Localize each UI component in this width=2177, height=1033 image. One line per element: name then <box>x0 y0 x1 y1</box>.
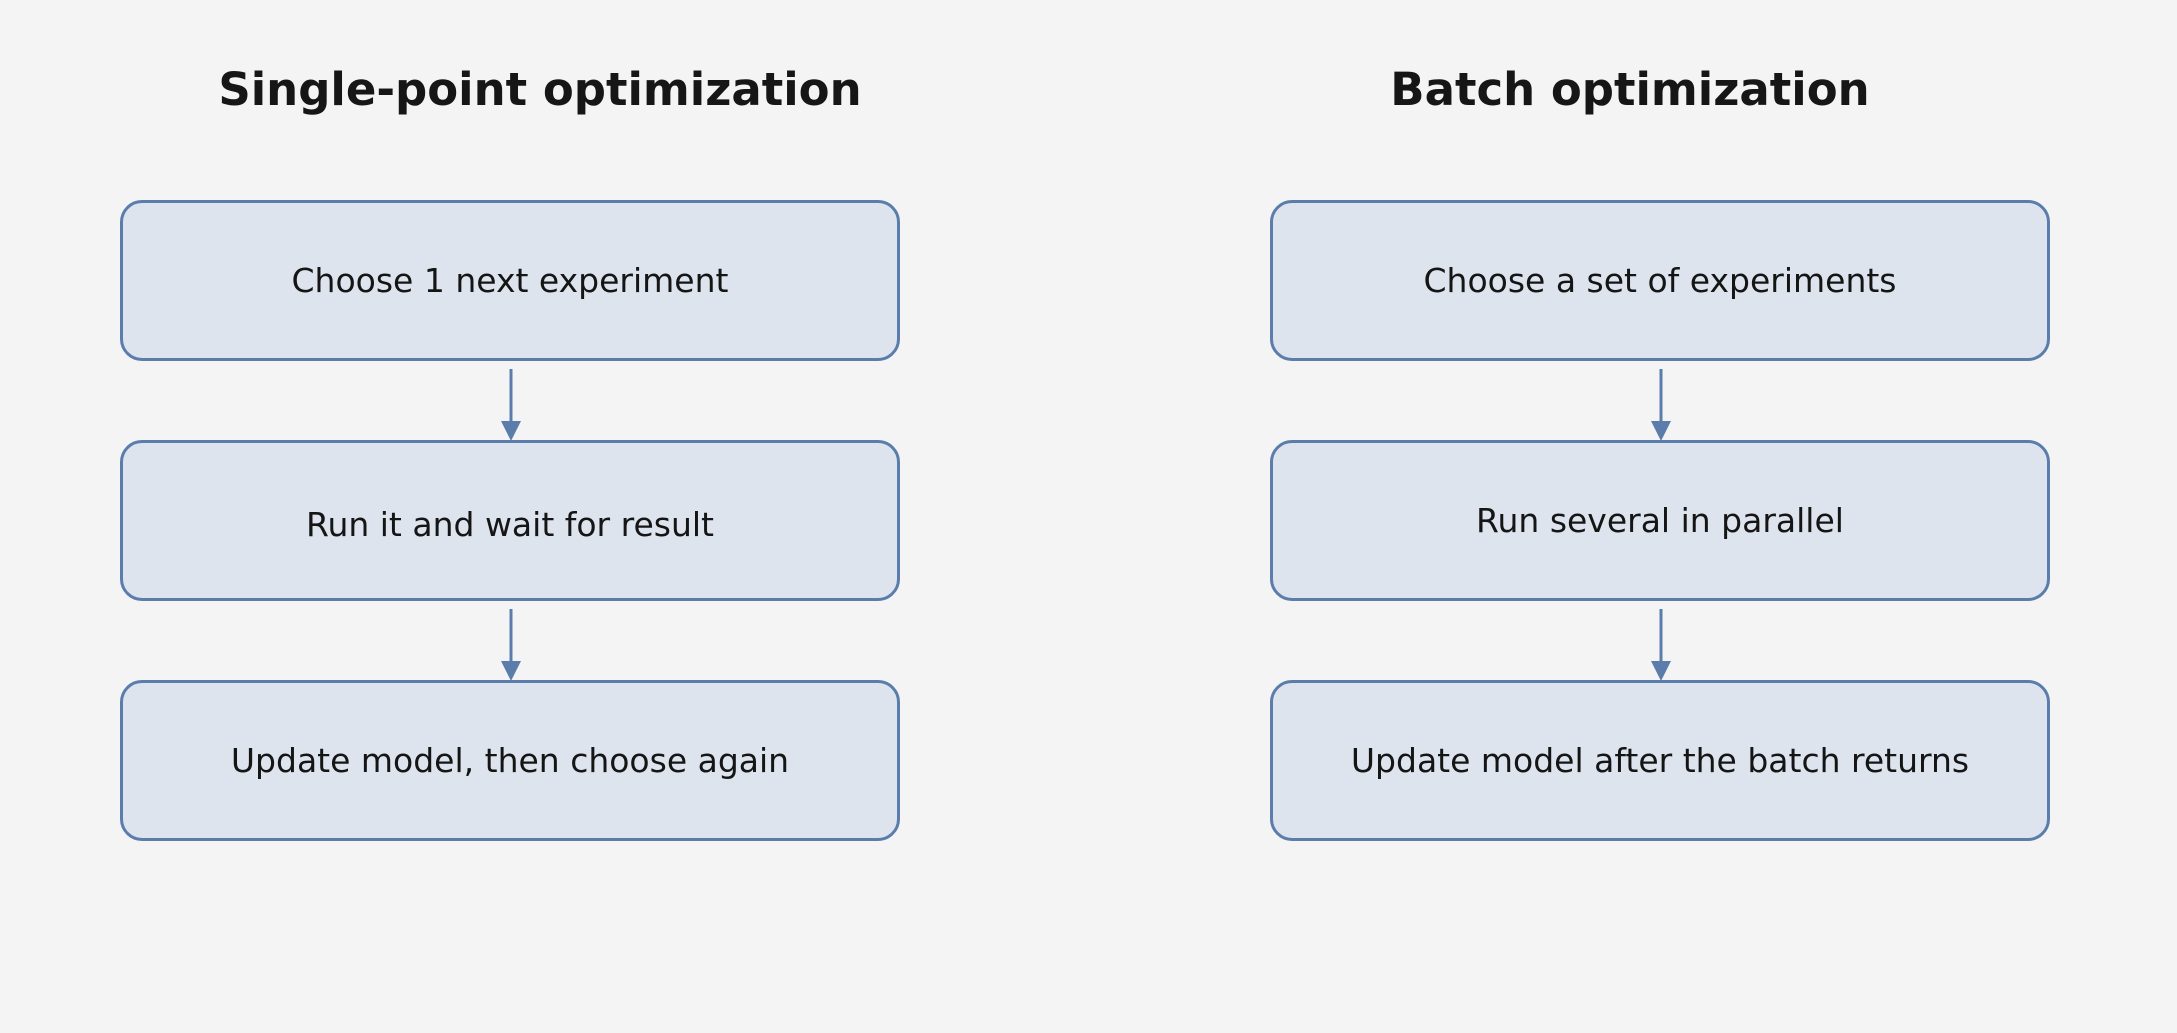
step-box-update-model: Update model, then choose again <box>120 680 900 841</box>
step-label: Update model after the batch returns <box>1350 741 1970 780</box>
arrow-down-icon <box>501 609 521 681</box>
step-box-choose-one: Choose 1 next experiment <box>120 200 900 361</box>
step-label: Update model, then choose again <box>230 741 790 780</box>
step-label: Choose a set of experiments <box>1423 261 1897 300</box>
column-title: Batch optimization <box>1390 63 1870 116</box>
column-title: Single-point optimization <box>218 63 862 116</box>
step-label: Choose 1 next experiment <box>291 261 729 300</box>
step-box-run-parallel: Run several in parallel <box>1270 440 2050 601</box>
arrow-down-icon <box>501 369 521 441</box>
step-box-update-after-batch: Update model after the batch returns <box>1270 680 2050 841</box>
step-box-choose-set: Choose a set of experiments <box>1270 200 2050 361</box>
arrow-down-icon <box>1651 609 1671 681</box>
arrow-down-icon <box>1651 369 1671 441</box>
step-label: Run it and wait for result <box>306 505 714 544</box>
step-label: Run several in parallel <box>1476 501 1844 540</box>
step-box-run-wait: Run it and wait for result <box>120 440 900 601</box>
